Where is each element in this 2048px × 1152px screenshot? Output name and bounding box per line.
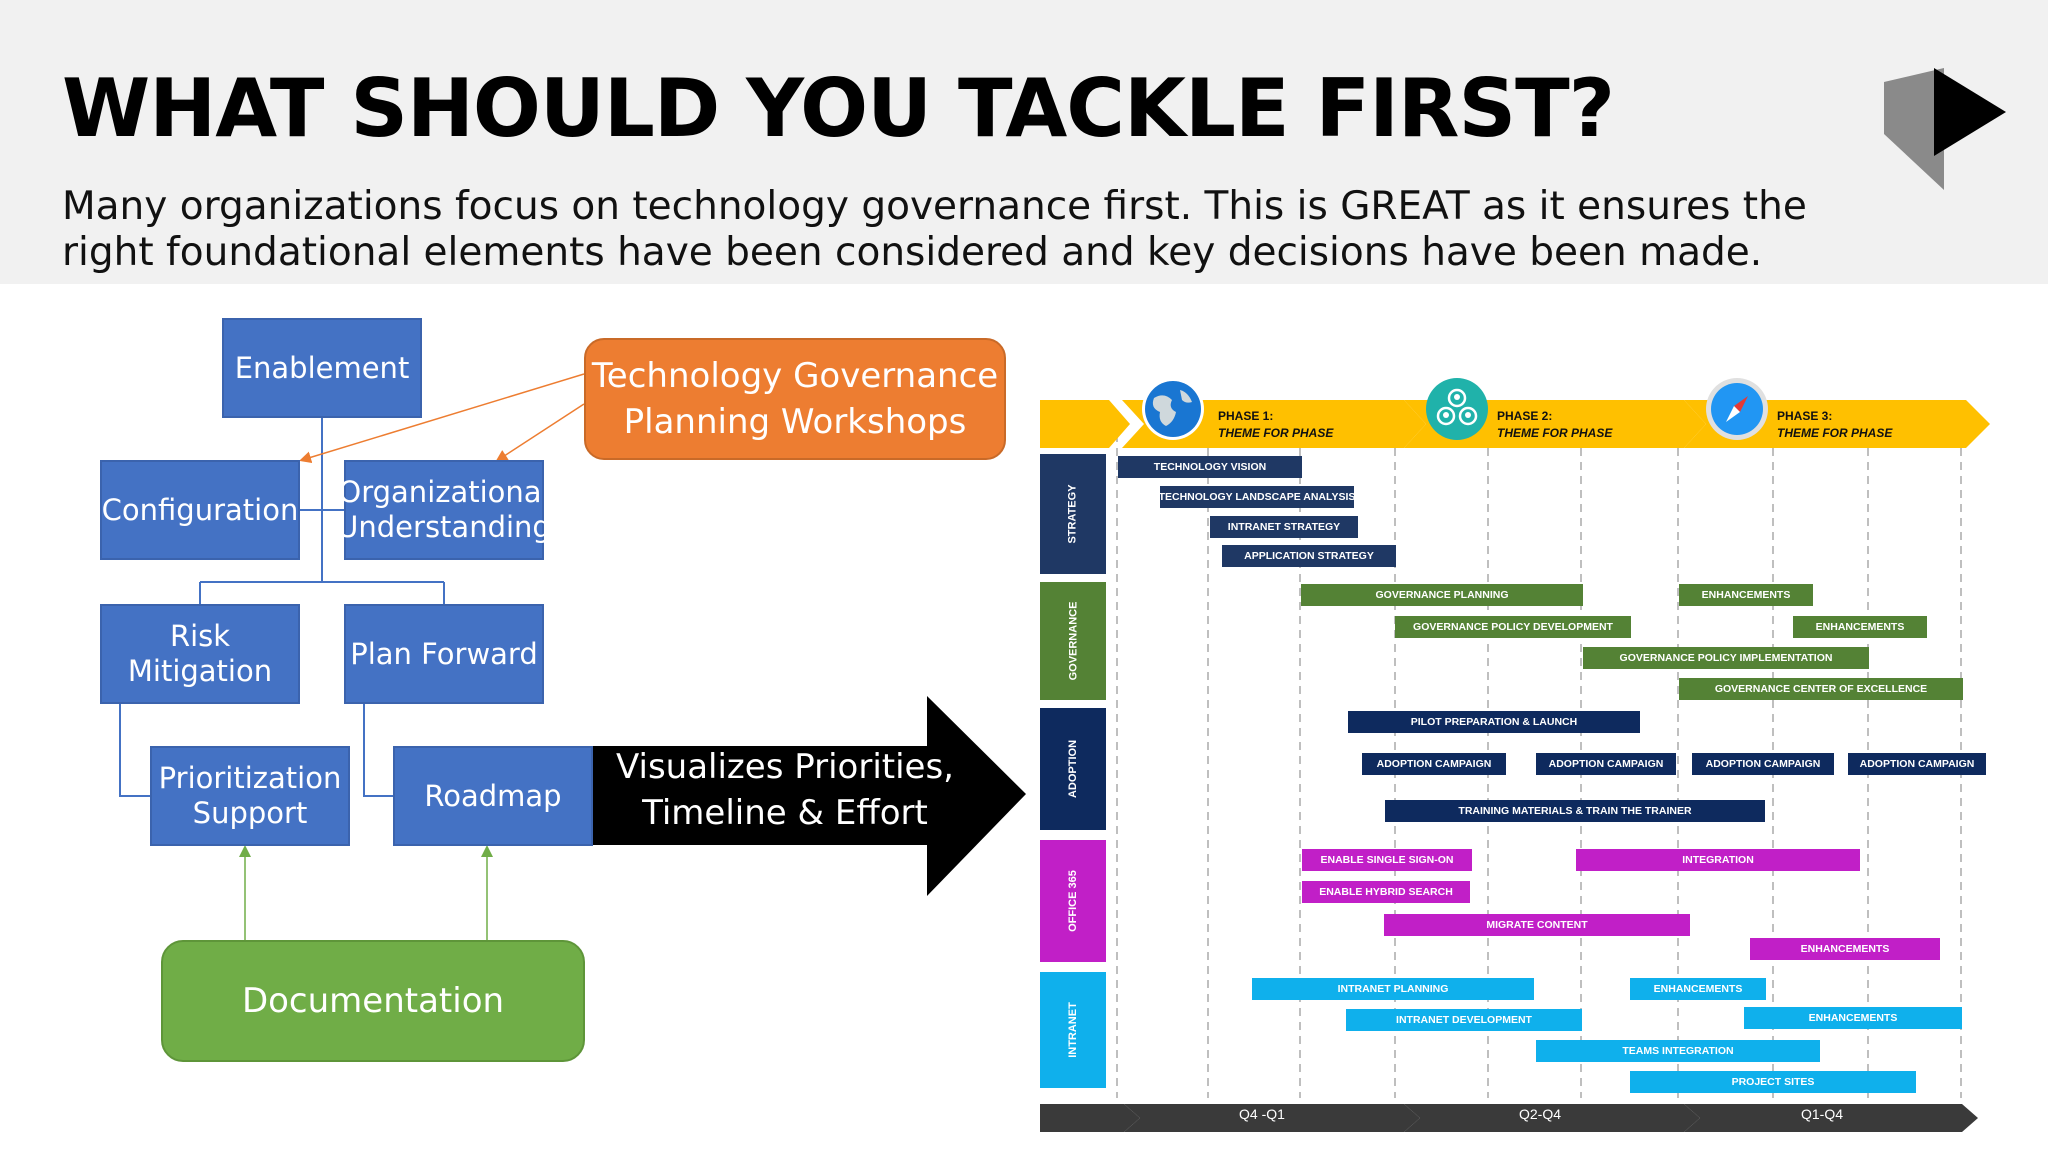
gantt-bar-teams-integration: TEAMS INTEGRATION — [1536, 1040, 1820, 1062]
gantt-bar-gov-enhancements-2: ENHANCEMENTS — [1793, 616, 1927, 638]
gantt-bar-pilot-preparation: PILOT PREPARATION & LAUNCH — [1348, 711, 1640, 733]
globe-icon — [1142, 378, 1204, 440]
timeline-label-2: Q2-Q4 — [1518, 1106, 1561, 1122]
gantt-bar-gov-policy-implementation: GOVERNANCE POLICY IMPLEMENTATION — [1583, 647, 1869, 669]
header-band — [0, 0, 2048, 284]
plan-forward-box: Plan Forward — [344, 604, 544, 704]
timeline-label-3: Q1-Q4 — [1800, 1106, 1843, 1122]
row-label-governance: GOVERNANCE — [1040, 582, 1106, 700]
row-label-strategy: STRATEGY — [1040, 454, 1106, 574]
gantt-bar-training-materials: TRAINING MATERIALS & TRAIN THE TRAINER — [1385, 800, 1765, 822]
compass-icon — [1706, 378, 1768, 440]
roadmap-box: Roadmap — [393, 746, 593, 846]
gantt-bar-intranet-development: INTRANET DEVELOPMENT — [1346, 1009, 1582, 1031]
gantt-bar-gov-enhancements-1: ENHANCEMENTS — [1679, 584, 1813, 606]
enablement-box: Enablement — [222, 318, 422, 418]
gantt-bar-adoption-campaign-3: ADOPTION CAMPAIGN — [1692, 753, 1834, 775]
gantt-bar-enable-sso: ENABLE SINGLE SIGN-ON — [1302, 849, 1472, 871]
gantt-bar-migrate-content: MIGRATE CONTENT — [1384, 914, 1690, 936]
configuration-box: Configuration — [100, 460, 300, 560]
gantt-bar-adoption-campaign-1: ADOPTION CAMPAIGN — [1362, 753, 1506, 775]
gantt-bar-integration: INTEGRATION — [1576, 849, 1860, 871]
risk-mitigation-box: Risk Mitigation — [100, 604, 300, 704]
play-logo-icon — [1884, 68, 2006, 190]
gantt-bar-technology-landscape: TECHNOLOGY LANDSCAPE ANALYSIS — [1160, 486, 1354, 508]
phase-1-label: PHASE 1:THEME FOR PHASE — [1218, 409, 1334, 440]
arrow-caption: Visualizes Priorities,Timeline & Effort — [615, 747, 954, 833]
row-label-adoption: ADOPTION — [1040, 708, 1106, 830]
gantt-bar-intranet-enhancements-1: ENHANCEMENTS — [1630, 978, 1766, 1000]
gantt-bar-intranet-enhancements-2: ENHANCEMENTS — [1744, 1007, 1962, 1029]
phase-3-label: PHASE 3:THEME FOR PHASE — [1777, 409, 1893, 440]
gantt-bar-application-strategy: APPLICATION STRATEGY — [1222, 545, 1396, 567]
row-label-intranet: INTRANET — [1040, 972, 1106, 1088]
gantt-bar-adoption-campaign-2: ADOPTION CAMPAIGN — [1536, 753, 1676, 775]
gantt-bar-intranet-planning: INTRANET PLANNING — [1252, 978, 1534, 1000]
gantt-bar-intranet-strategy: INTRANET STRATEGY — [1210, 516, 1358, 538]
phase-2-label: PHASE 2:THEME FOR PHASE — [1497, 409, 1613, 440]
gantt-bar-enable-hybrid-search: ENABLE HYBRID SEARCH — [1302, 881, 1470, 903]
diagram-connectors — [119, 373, 1026, 940]
people-icon — [1426, 378, 1488, 440]
gantt-bar-gov-center-of-excellence: GOVERNANCE CENTER OF EXCELLENCE — [1679, 678, 1963, 700]
gantt-bar-adoption-campaign-4: ADOPTION CAMPAIGN — [1848, 753, 1986, 775]
gantt-bar-technology-vision: TECHNOLOGY VISION — [1118, 456, 1302, 478]
gantt-bar-project-sites: PROJECT SITES — [1630, 1071, 1916, 1093]
gantt-bar-o365-enhancements: ENHANCEMENTS — [1750, 938, 1940, 960]
gantt-bar-gov-policy-development: GOVERNANCE POLICY DEVELOPMENT — [1395, 616, 1631, 638]
gantt-bar-governance-planning: GOVERNANCE PLANNING — [1301, 584, 1583, 606]
timeline-label-1: Q4 -Q1 — [1239, 1106, 1285, 1122]
page-subtitle: Many organizations focus on technology g… — [62, 184, 1807, 275]
documentation-box: Documentation — [161, 940, 585, 1062]
row-label-office365: OFFICE 365 — [1040, 840, 1106, 962]
page-title: WHAT SHOULD YOU TACKLE FIRST? — [62, 62, 1615, 155]
